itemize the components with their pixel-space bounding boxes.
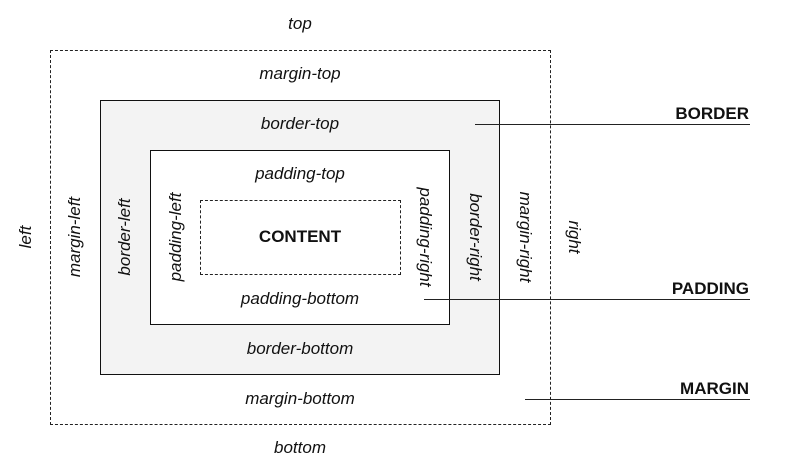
margin-bottom-label: margin-bottom [245,389,355,408]
outer-left-label: left [16,225,35,249]
border-key-label: BORDER [675,104,749,123]
margin-right-label: margin-right [516,191,535,283]
margin-left-label: margin-left [65,196,84,278]
margin-area [50,50,551,425]
border-bottom-label: border-bottom [246,339,354,358]
border-left-label: border-left [115,198,134,276]
padding-right-label: padding-right [416,187,435,287]
border-top-label: border-top [260,114,340,133]
padding-bottom-label: padding-bottom [240,289,360,308]
outer-bottom-label: bottom [274,438,326,457]
border-leader-line [475,124,750,125]
padding-left-label: padding-left [166,192,185,282]
content-label: CONTENT [258,227,342,246]
border-right-label: border-right [466,193,485,281]
margin-leader-line [525,399,750,400]
margin-top-label: margin-top [259,64,341,83]
padding-leader-line [424,299,750,300]
outer-right-label: right [565,220,584,254]
outer-top-label: top [288,14,312,33]
padding-key-label: PADDING [671,279,749,298]
margin-key-label: MARGIN [680,379,749,398]
padding-top-label: padding-top [255,164,345,183]
content-area [200,200,401,275]
